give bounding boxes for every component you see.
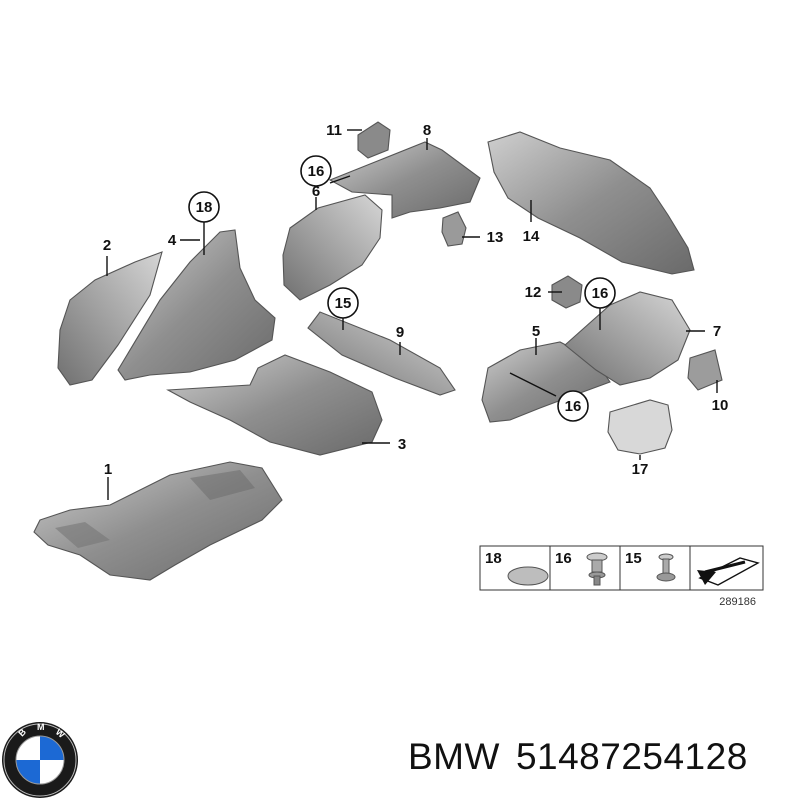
callout-4: 4 <box>168 232 177 249</box>
callout-17: 17 <box>632 461 649 478</box>
callout-11: 11 <box>326 122 342 139</box>
leader-lines <box>106 129 718 500</box>
callout-6: 6 <box>312 183 320 200</box>
part-6-bulkhead <box>282 194 383 301</box>
callout-15: 15 <box>335 295 352 312</box>
callout-1: 1 <box>104 461 112 478</box>
part-10-pad <box>687 349 723 391</box>
fastener-legend-table: 18 16 15 289186 <box>479 545 764 608</box>
callout-18: 18 <box>196 199 213 216</box>
callout-16-top: 16 <box>308 163 325 180</box>
callout-12: 12 <box>525 284 542 301</box>
brand-name: BMW <box>408 736 500 777</box>
part-7-side-panel <box>564 291 691 386</box>
panel-arrow-icon <box>697 557 760 586</box>
svg-text:M: M <box>37 722 45 732</box>
screw-icon <box>656 553 676 582</box>
part-4-wheel-arch-left <box>117 229 276 381</box>
callout-14: 14 <box>523 228 540 245</box>
part-8-bracket <box>328 141 481 219</box>
callout-8: 8 <box>423 122 431 139</box>
part-3-rear-floor <box>166 354 383 456</box>
callout-2: 2 <box>103 237 111 254</box>
legend-label-15: 15 <box>625 550 642 567</box>
legend-label-16: 16 <box>555 550 572 567</box>
push-clip-icon <box>586 552 608 586</box>
part-1-floor-insulation <box>33 461 283 581</box>
part-14-trunk-panel <box>487 131 695 275</box>
diagram-reference-number: 289186 <box>719 596 756 608</box>
callout-circle-16a <box>300 155 332 187</box>
legend-label-18: 18 <box>485 550 502 567</box>
bmw-logo: B M W <box>2 722 78 798</box>
callout-16-bottom: 16 <box>565 398 582 415</box>
part-13-clip <box>441 211 467 247</box>
callout-3: 3 <box>398 436 406 453</box>
callout-16-right: 16 <box>592 285 609 302</box>
callout-circle-16b <box>584 277 616 309</box>
part-number: 51487254128 <box>515 736 748 777</box>
callout-circle-18 <box>188 191 220 223</box>
callout-9: 9 <box>396 324 404 341</box>
callout-circle-15 <box>327 287 359 319</box>
callout-5: 5 <box>532 323 540 340</box>
washer-icon <box>507 566 549 586</box>
callout-circle-16c <box>557 390 589 422</box>
part-11-block <box>357 121 391 159</box>
callout-13: 13 <box>487 229 504 246</box>
footer-part-label: BMW 51487254128 <box>408 736 764 778</box>
callout-10: 10 <box>712 397 729 414</box>
part-17-foam-insert <box>607 399 673 455</box>
part-12-cap <box>551 275 583 309</box>
callout-7: 7 <box>713 323 721 340</box>
part-2-left-panel <box>57 251 163 386</box>
